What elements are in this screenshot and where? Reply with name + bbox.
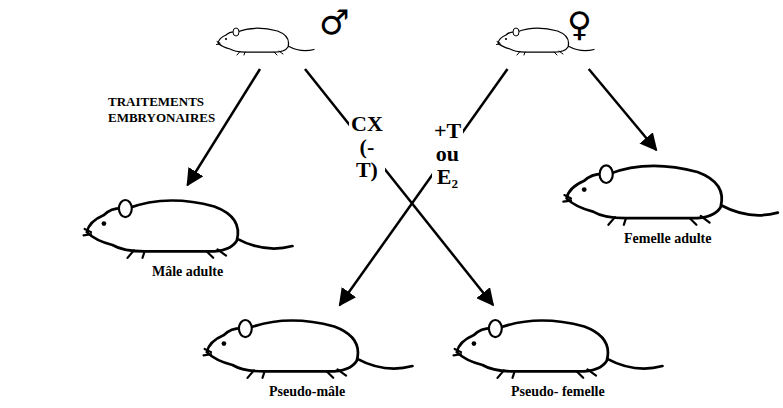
edge-label: +T ou E₂ — [432, 119, 463, 188]
rat-node: ♀ — [495, 5, 620, 69]
rat-caption: Femelle adulte — [624, 231, 711, 247]
treatment-arrow — [589, 69, 657, 150]
rat-illustration — [80, 185, 295, 260]
rat-illustration — [560, 150, 780, 227]
edge-label: CX (-T) — [349, 112, 385, 181]
treatment-arrow — [340, 69, 508, 305]
treatment-arrow — [188, 69, 261, 185]
sex-symbol: ♂ — [319, 5, 349, 39]
heading-note: TRAITEMENTS EMBRYONAIRES — [108, 94, 233, 127]
rat-illustration — [215, 21, 315, 56]
rat-illustration — [450, 305, 665, 380]
sex-symbol: ♀ — [567, 7, 592, 41]
rat-node: Mâle adulte — [80, 185, 295, 285]
rat-node: Pseudo-mâle — [200, 305, 415, 405]
rat-illustration — [200, 305, 415, 380]
rat-node: Pseudo- femelle — [450, 305, 665, 405]
rat-caption: Pseudo- femelle — [511, 384, 605, 400]
treatment-arrow — [305, 69, 493, 305]
rat-caption: Mâle adulte — [152, 264, 223, 280]
rat-node: Femelle adulte — [555, 150, 780, 268]
rat-caption: Pseudo-mâle — [269, 384, 345, 400]
rat-node: ♂ — [215, 5, 365, 69]
